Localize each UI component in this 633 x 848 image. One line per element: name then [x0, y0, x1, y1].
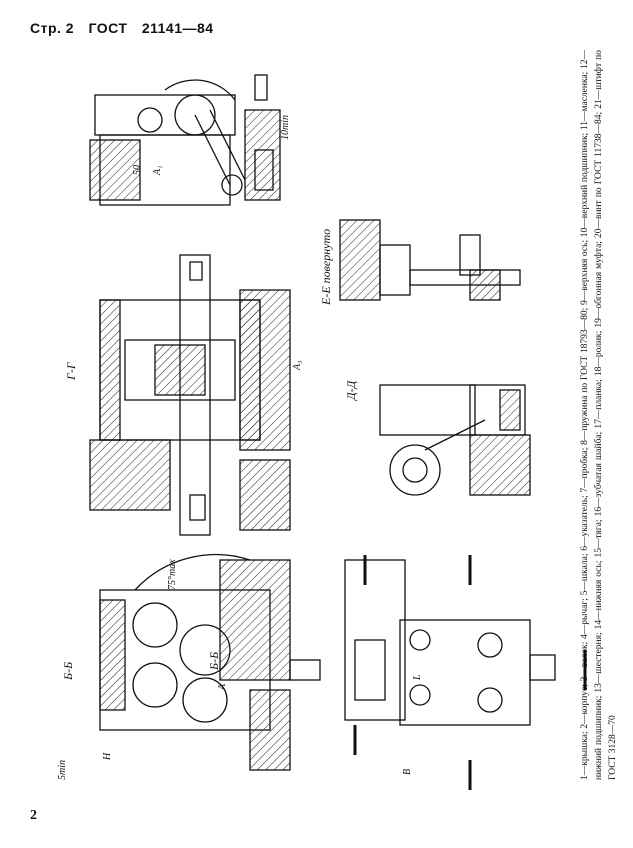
view-dd — [379, 384, 531, 496]
dim-50: 50 — [132, 165, 143, 175]
section-title-ee: Е-Е повернуто — [319, 229, 333, 306]
dim-h: H — [102, 752, 113, 761]
page-label: Стр. 2 — [30, 20, 75, 36]
dim-10min: 10min — [280, 115, 291, 140]
dim-l: L — [412, 674, 423, 681]
standard-number: 21141—84 — [141, 20, 214, 36]
section-title-bb: Б-Б — [61, 662, 75, 681]
view-plan — [289, 559, 556, 726]
section-label-bb: Б-Б — [207, 652, 221, 671]
page-header: Стр. 2 ГОСТ 21141—84 — [30, 20, 224, 36]
section-title-dd: Д-Д — [344, 379, 358, 401]
view-ee — [339, 219, 521, 301]
figure-caption: 1—крышка; 2—корпус; 3—валок; 4—рычаг; 5—… — [580, 50, 618, 780]
dim-angle: 75°max — [167, 559, 178, 590]
dim-a3: A₃ — [292, 360, 303, 371]
page-number: 2 — [30, 808, 37, 823]
view-lever — [89, 74, 281, 206]
dim-5min: 5min — [57, 760, 68, 780]
standard-label: ГОСТ — [88, 20, 128, 36]
dim-b: B — [402, 769, 413, 775]
view-gg — [89, 254, 291, 536]
view-bb — [99, 553, 291, 771]
dim-a1: A₁ — [152, 165, 163, 176]
dim-a: A — [217, 683, 228, 691]
section-title-gg: Г-Г — [64, 361, 78, 381]
